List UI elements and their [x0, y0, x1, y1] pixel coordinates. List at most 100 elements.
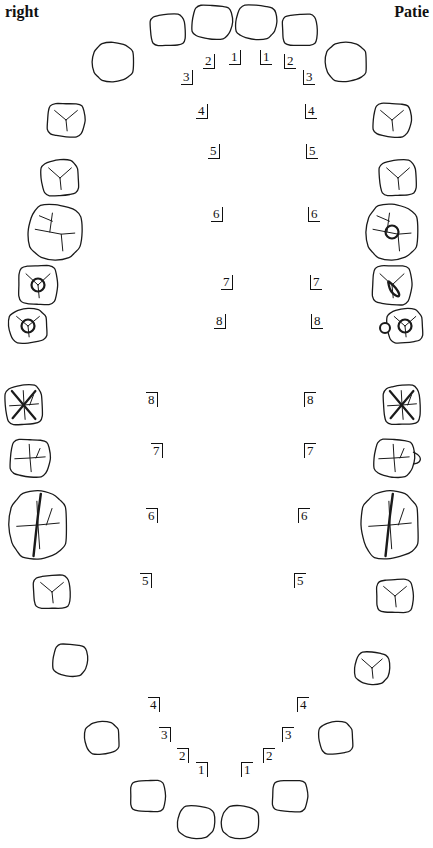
tooth — [377, 579, 414, 612]
fissure-line — [66, 120, 67, 131]
filling-mark — [22, 320, 35, 333]
fissure-line — [392, 274, 404, 285]
tooth-outline — [10, 439, 50, 477]
fissure-line — [52, 582, 63, 592]
tooth-outline — [236, 5, 277, 40]
tooth — [355, 652, 390, 685]
tooth-outline — [41, 160, 79, 196]
tooth — [33, 575, 70, 608]
tooth-number: 1 — [260, 50, 272, 65]
fissure-line — [35, 229, 75, 234]
extraction-mark — [390, 391, 414, 419]
tooth-outline — [377, 579, 414, 612]
fissure-line — [39, 216, 52, 221]
tooth — [8, 308, 47, 343]
tooth-outline — [379, 160, 416, 196]
tooth-number: 4 — [148, 697, 160, 712]
tooth-outline — [282, 14, 317, 45]
tooth — [325, 42, 366, 81]
tooth-number: 2 — [263, 748, 275, 763]
tooth-number: 8 — [304, 392, 316, 407]
fissure-line — [381, 110, 392, 120]
tooth-outline — [19, 265, 58, 304]
tooth — [379, 160, 416, 196]
tooth-outline — [84, 721, 119, 754]
fissure-line — [398, 178, 399, 190]
tooth-outline — [221, 806, 258, 839]
tooth-number: 1 — [241, 762, 253, 777]
fissure-line — [50, 213, 53, 232]
tooth-outline — [9, 491, 67, 560]
tooth-number: 3 — [282, 727, 294, 742]
fissure-line — [395, 586, 406, 596]
fissure-line — [61, 234, 63, 251]
tooth-outline — [131, 780, 166, 811]
tooth — [53, 644, 88, 676]
tooth — [131, 780, 166, 811]
fissure-line — [60, 178, 61, 190]
fissure-line — [392, 110, 403, 120]
fissure-line — [66, 110, 77, 120]
tooth — [84, 721, 119, 754]
tooth-outline — [319, 721, 353, 754]
tooth — [41, 160, 79, 196]
fissure-line — [398, 234, 400, 251]
tooth-outline — [150, 14, 185, 46]
tooth-number: 5 — [140, 573, 152, 588]
tooth-outline — [366, 204, 418, 260]
tooth — [150, 14, 185, 46]
tooth — [92, 42, 133, 82]
tooth — [9, 491, 67, 560]
tooth-number: 4 — [297, 697, 309, 712]
tooth-number: 4 — [305, 104, 317, 119]
fissure-line — [41, 582, 52, 592]
tooth-number: 7 — [310, 275, 322, 290]
tooth-outline — [373, 103, 412, 137]
tooth-outline — [387, 309, 423, 344]
tooth — [19, 265, 58, 304]
fissure-line — [392, 120, 393, 131]
tooth-number: 8 — [311, 314, 323, 329]
tooth — [28, 204, 82, 260]
tooth-outline — [177, 806, 214, 839]
extraction-mark — [391, 391, 414, 418]
filling-mark — [388, 281, 399, 296]
tooth-number: 5 — [306, 144, 318, 159]
fissure-line — [400, 449, 404, 459]
tooth-outline — [272, 781, 308, 812]
tooth — [236, 5, 277, 40]
filling-mark — [399, 320, 412, 333]
tooth — [47, 103, 85, 137]
tooth — [177, 806, 214, 839]
filling-mark — [386, 226, 399, 239]
crack-mark — [34, 494, 41, 556]
tooth-outline — [372, 266, 412, 305]
filling-mark — [380, 323, 390, 333]
tooth-number: 6 — [146, 508, 158, 523]
fissure-line — [387, 168, 398, 178]
tooth-number: 5 — [208, 144, 220, 159]
tooth-number: 2 — [284, 54, 296, 69]
tooth-number: 6 — [211, 207, 223, 222]
fissure-line — [398, 509, 404, 526]
fissure-line — [372, 668, 373, 678]
extraction-mark — [13, 391, 36, 418]
tooth-outline — [361, 491, 418, 559]
fissure-line — [36, 449, 40, 459]
tooth-number: 7 — [304, 443, 316, 458]
tooth — [383, 385, 420, 425]
header-text: right — [5, 3, 39, 21]
tooth — [221, 806, 258, 839]
tooth-number: 8 — [146, 392, 158, 407]
tooth — [380, 309, 423, 344]
fissure-line — [377, 216, 390, 221]
fissure-line — [384, 586, 395, 596]
tooth-number: 4 — [196, 104, 208, 119]
fissure-line — [393, 444, 395, 471]
tooth-outline — [355, 652, 390, 685]
fissure-line — [49, 168, 60, 178]
tooth-outline — [192, 5, 233, 39]
tooth-outline — [383, 385, 420, 425]
tooth-outline — [47, 103, 85, 137]
tooth-number: 1 — [196, 762, 208, 777]
